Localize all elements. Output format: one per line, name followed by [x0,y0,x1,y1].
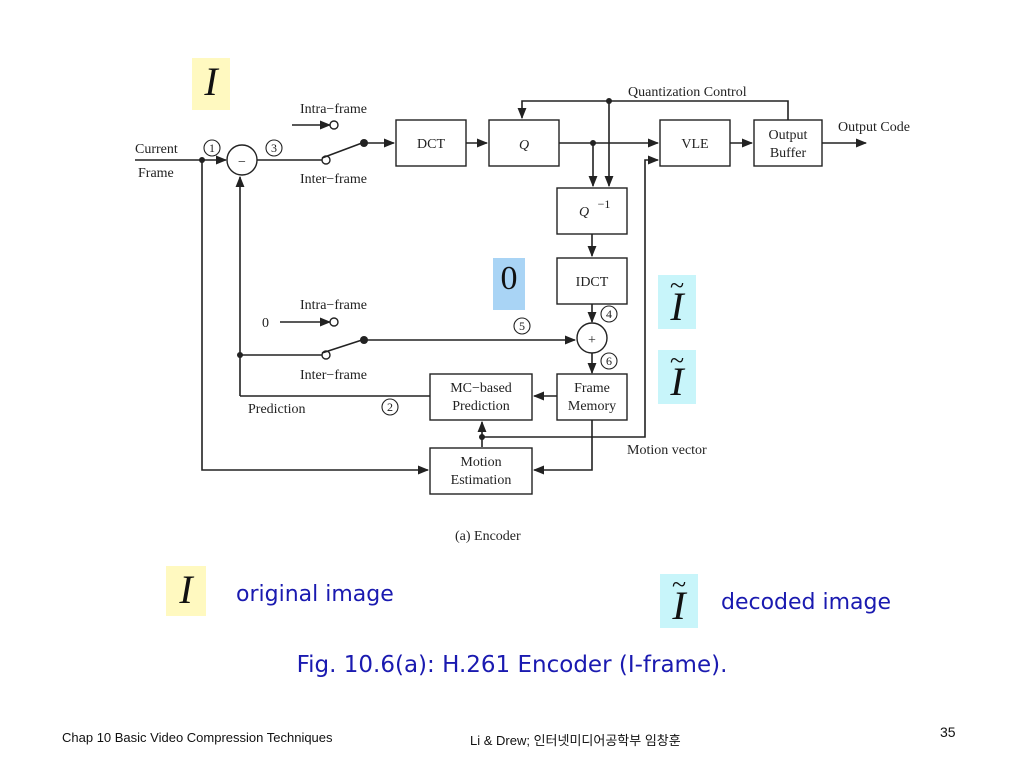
highlight-decoded-I-2: ~I [658,346,696,404]
quantization-control-label: Quantization Control [628,85,747,100]
output-buffer-label-2: Buffer [770,146,807,161]
mc-prediction-block [429,373,533,421]
marker-4: 4 [606,307,612,321]
decoded-I-1: I [670,284,684,329]
highlight-decoded-I-1: ~I [658,271,696,329]
page-number: 35 [940,724,956,740]
footer-authors: Li & Drew; 인터넷미디어공학부 임창훈 [470,733,681,748]
marker-1: 1 [209,141,215,155]
marker-6: 6 [606,354,612,368]
legend-decoded-text: decoded image [721,590,892,615]
decoded-I-2: I [670,359,684,404]
q-inverse-label: Q [579,205,589,220]
marker-3: 3 [271,141,277,155]
motion-estimation-block [429,447,533,495]
frame-memory-label-2: Memory [568,399,616,414]
footer-chapter: Chap 10 Basic Video Compression Techniqu… [62,730,333,745]
legend-original-I: I [166,566,206,616]
prediction-label: Prediction [248,402,306,417]
output-code-label: Output Code [838,120,910,135]
zero-input-label: 0 [262,316,269,331]
intra-frame-label-bottom: Intra−frame [300,298,367,313]
q-label: Q [519,138,529,153]
encoder-caption: (a) Encoder [455,529,521,544]
add-symbol: + [588,333,596,348]
inter-frame-label-top: Inter−frame [300,172,367,187]
highlight-original-I: I [192,58,230,110]
output-buffer-label-1: Output [769,128,808,143]
legend-original-text: original image [236,582,394,607]
q-block [488,119,560,167]
encoder-diagram: Current Frame − 1 3 Intra−frame Inter−fr… [135,85,910,544]
motion-vector-label: Motion vector [627,443,707,458]
q-inverse-block [556,187,628,235]
dct-label: DCT [417,137,445,152]
mc-prediction-label-2: Prediction [452,399,510,414]
current-frame-label-2: Frame [138,166,174,181]
inter-frame-label-bottom: Inter−frame [300,368,367,383]
frame-memory-block [556,373,628,421]
motion-estimation-label-2: Estimation [451,473,512,488]
dct-block [395,119,467,167]
marker-2: 2 [387,400,393,414]
tilde-mark-3: ~ [671,570,687,599]
highlight-zero: 0 [493,258,525,310]
legend-decoded-I: ~I [660,570,698,628]
vle-block [659,119,731,167]
tilde-mark-1: ~ [669,271,685,300]
intra-frame-label-top: Intra−frame [300,102,367,117]
frame-memory-label-1: Frame [574,381,610,396]
subtract-symbol: − [238,155,246,170]
idct-block [556,257,628,305]
idct-label: IDCT [576,275,609,290]
vle-label: VLE [681,137,708,152]
figure-caption: Fig. 10.6(a): H.261 Encoder (I-frame). [296,652,728,678]
current-frame-label-1: Current [135,142,178,157]
mc-prediction-label-1: MC−based [450,381,512,396]
q-inverse-exponent: −1 [598,197,611,211]
tilde-mark-2: ~ [669,346,685,375]
marker-5: 5 [519,319,525,333]
motion-estimation-label-1: Motion [460,455,501,470]
legend-decoded-I-letter: I [672,583,686,628]
